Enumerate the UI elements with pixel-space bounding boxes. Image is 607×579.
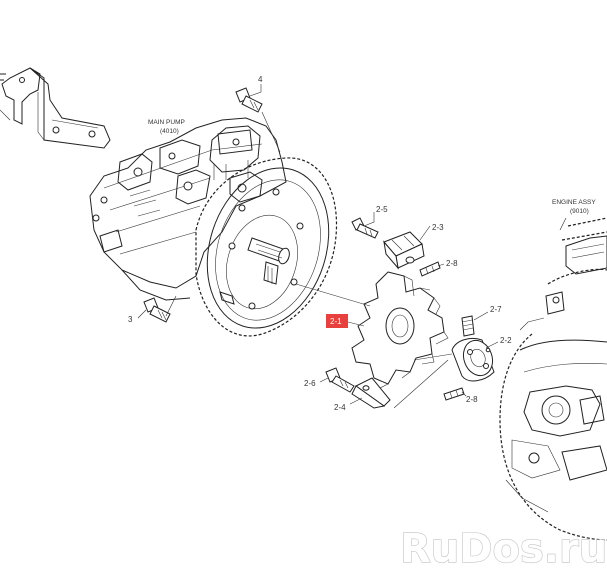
bolt-3	[143, 297, 171, 323]
bolt-2-6	[325, 367, 355, 393]
clamp-2-3	[383, 231, 425, 270]
callout-2-3: 2-3	[432, 223, 444, 232]
callout-2-5: 2-5	[376, 205, 388, 214]
watermark: RuDos.ru	[400, 526, 607, 572]
callout-4: 4	[258, 75, 263, 84]
engine-assy-title: ENGINE ASSY	[552, 199, 596, 206]
main-pump-title: MAIN PUMP	[148, 119, 185, 126]
wedge-2-4	[351, 377, 391, 409]
pin-2-8-upper	[419, 261, 441, 277]
callout-2-8-lower: 2-8	[466, 395, 478, 404]
engine-assy	[499, 217, 607, 541]
highlight-box-2-1	[326, 314, 348, 328]
callout-2-6: 2-6	[304, 379, 316, 388]
main-pump	[89, 117, 287, 301]
mounting-bracket	[0, 67, 111, 149]
callout-2-1: 2-1	[330, 317, 342, 326]
leader-lines	[137, 84, 567, 409]
callout-2-2: 2-2	[500, 336, 512, 345]
rubber-coupling-2-1	[351, 271, 449, 389]
callout-2-7: 2-7	[490, 305, 502, 314]
set-screw-2-7	[461, 315, 475, 337]
main-pump-code: (4010)	[160, 128, 179, 135]
splined-shaft	[247, 237, 290, 285]
callout-3: 3	[128, 315, 133, 324]
flywheel-plate	[195, 157, 338, 337]
pin-2-8-lower	[443, 387, 465, 401]
bolt-4	[235, 87, 263, 113]
bolt-2-5	[351, 217, 379, 239]
callout-2-8-upper: 2-8	[446, 259, 458, 268]
callout-2-4: 2-4	[334, 403, 346, 412]
engine-assy-code: (9010)	[570, 208, 589, 215]
hub-2-2	[451, 337, 495, 382]
